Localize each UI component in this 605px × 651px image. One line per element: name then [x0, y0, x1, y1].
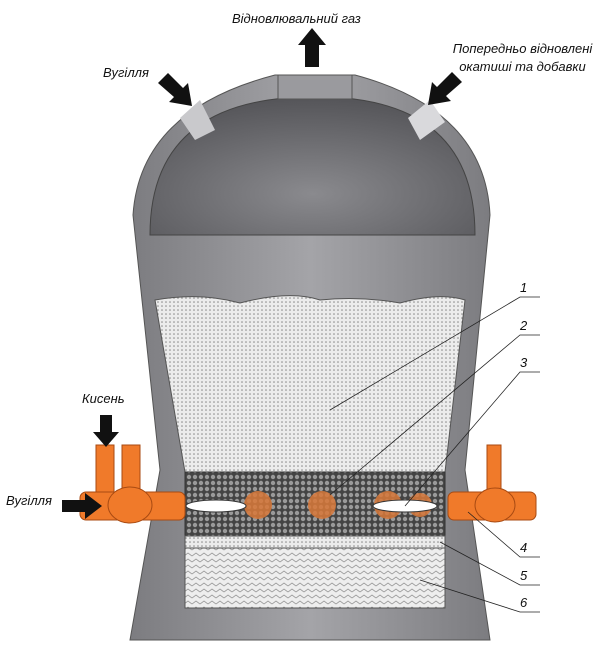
layer-5-bed	[184, 535, 446, 549]
oxygen-label: Кисень	[82, 391, 125, 406]
oxygen-arrow-icon	[93, 415, 119, 447]
coal-side-arrow-icon	[62, 493, 102, 519]
pellets-label: Попередньо відновлені окатиші та добавки	[440, 40, 605, 76]
pellets-in-arrow-icon	[428, 72, 462, 105]
callout-5: 5	[520, 568, 528, 583]
coal-side-label: Вугілля	[6, 493, 52, 508]
coal-top-label: Вугілля	[103, 65, 149, 80]
pellets-label-line2: окатиші та добавки	[459, 59, 586, 74]
callout-1: 1	[520, 280, 528, 295]
pellets-label-line1: Попередньо відновлені	[452, 41, 593, 56]
coal-in-arrow-icon	[158, 73, 192, 106]
pellet-inlet-port	[408, 100, 445, 140]
tuyere-jet-left	[185, 499, 247, 513]
callout-2: 2	[520, 318, 528, 333]
left-tuyere-pipes	[79, 444, 186, 524]
callout-6: 6	[520, 595, 528, 610]
right-tuyere-pipes	[447, 444, 537, 523]
callout-lines	[329, 296, 540, 613]
layer-6-bed	[184, 547, 446, 609]
coal-inlet-port	[180, 100, 215, 140]
callout-4: 4	[520, 540, 528, 555]
gas-outlet-port	[277, 74, 353, 100]
gas-out-arrow-icon	[298, 28, 326, 67]
layer-1-bed	[154, 295, 466, 473]
gas-out-label: Відновлювальний газ	[232, 11, 361, 26]
callout-3: 3	[520, 355, 528, 370]
